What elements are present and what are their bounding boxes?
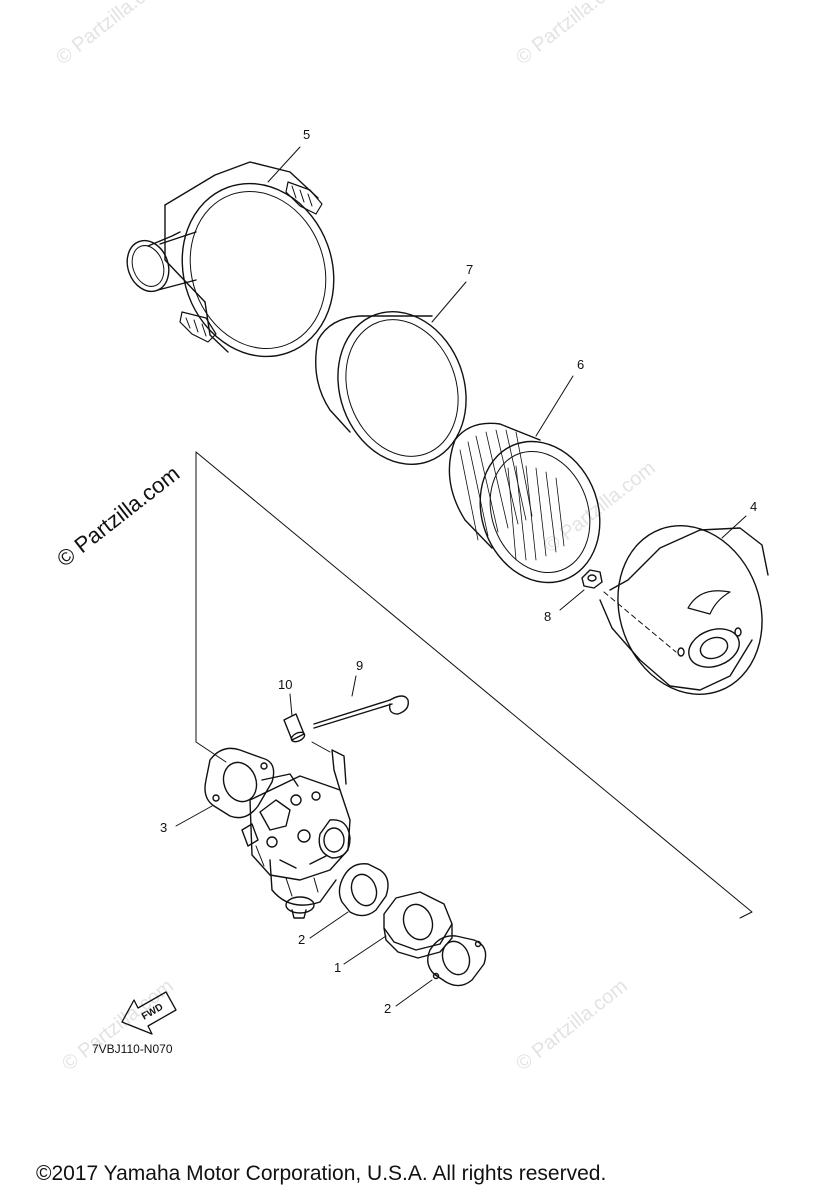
callout-6: 6 — [577, 357, 585, 372]
air-cleaner-case — [126, 161, 335, 358]
nut — [581, 569, 603, 589]
callout-2-middle: 2 — [298, 932, 306, 947]
callout-8: 8 — [544, 609, 552, 624]
callout-1: 1 — [334, 960, 342, 975]
gasket-middle — [338, 863, 389, 917]
fwd-arrow-icon — [121, 991, 177, 1035]
callout-10: 10 — [278, 677, 293, 692]
insulator — [383, 891, 453, 959]
carburetor — [241, 749, 351, 919]
copyright-notice: ©2017 Yamaha Motor Corporation, U.S.A. A… — [36, 1162, 607, 1185]
callout-2-lower: 2 — [384, 1001, 392, 1016]
gasket-lower — [427, 935, 487, 987]
assembly-lines — [175, 146, 753, 1007]
reference-code: 7VBJ110-N070 — [92, 1042, 173, 1056]
callout-7: 7 — [466, 262, 474, 277]
paper-element — [448, 422, 601, 584]
air-cleaner-base — [599, 525, 769, 695]
choke-rod — [313, 695, 409, 729]
callout-9: 9 — [356, 658, 364, 673]
cap — [283, 713, 306, 743]
callout-3: 3 — [160, 820, 168, 835]
callout-5: 5 — [303, 127, 311, 142]
callout-4: 4 — [750, 499, 758, 514]
gasket-upper — [204, 747, 275, 819]
foam-element — [315, 310, 467, 466]
